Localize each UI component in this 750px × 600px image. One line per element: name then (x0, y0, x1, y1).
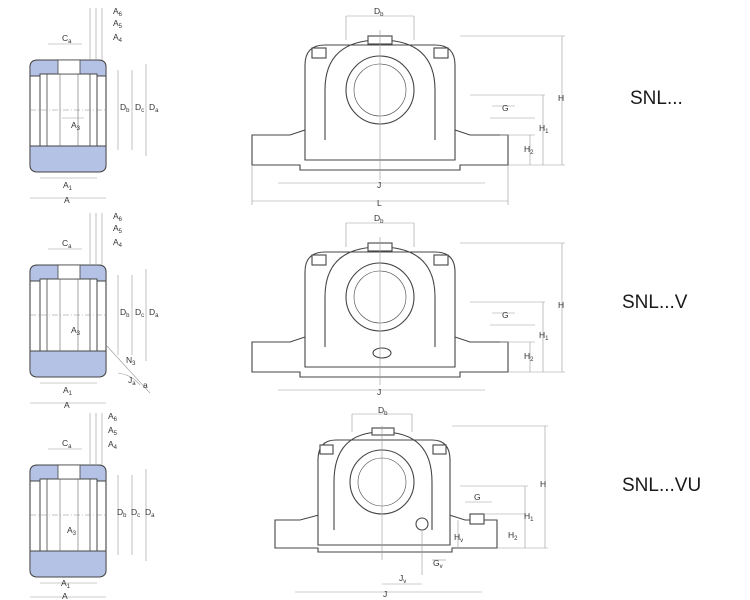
housing-view-snl-vu: Db G H H1 H2 Hv Gv Jv J (274, 405, 548, 599)
label-h1: H1 (539, 123, 549, 135)
section-body (29, 264, 107, 378)
label-a1: A1 (63, 180, 73, 192)
label-j: J (377, 387, 381, 397)
label-a1: A1 (63, 385, 73, 397)
label-dc: Dc (135, 307, 144, 319)
variant-label-snl-v: SNL...V (622, 292, 688, 313)
variant-label-snl-vu: SNL...VU (622, 475, 702, 496)
housing-labels: Db G H H1 H2 J L (374, 6, 564, 208)
label-a6: A6 (113, 6, 123, 18)
section-labels: Ca A6 A5 A4 Db Dc Da A3 A1 A (61, 411, 155, 600)
label-dc: Dc (135, 102, 144, 114)
section-body (29, 464, 107, 578)
label-h: H (558, 300, 564, 310)
label-h1: H1 (539, 330, 549, 342)
housing-dimension-lines (251, 15, 565, 205)
label-j: J (377, 180, 381, 190)
variant-label-snl: SNL... (630, 88, 683, 109)
label-housing-db: Db (374, 213, 384, 225)
label-h2: H2 (524, 351, 534, 363)
label-a: A (64, 195, 70, 205)
label-a5: A5 (113, 223, 123, 235)
label-a3: A3 (71, 325, 81, 337)
label-h: H (540, 479, 546, 489)
section-dimension-lines (30, 413, 147, 598)
label-g: G (502, 103, 509, 113)
label-a: A (62, 591, 68, 600)
section-view-snl: Ca A6 A5 A4 Db Dc Da A3 A1 A (29, 6, 159, 205)
label-ca: Ca (62, 33, 72, 45)
section-dimension-lines (30, 8, 147, 199)
label-h2: H2 (524, 144, 534, 156)
label-a6: A6 (108, 411, 118, 423)
label-a6: A6 (113, 211, 123, 223)
label-dc: Dc (131, 507, 140, 519)
label-a3: A3 (71, 120, 81, 132)
label-ca: Ca (62, 438, 72, 450)
section-body (29, 59, 107, 173)
label-da: Da (149, 307, 159, 319)
label-gv: Gv (433, 558, 443, 570)
label-housing-db: Db (374, 6, 384, 18)
label-j: J (383, 589, 387, 599)
label-a5: A5 (113, 18, 123, 30)
label-l: L (377, 198, 382, 208)
section-labels: Ca A6 A5 A4 Db Dc Da A3 A1 A (62, 6, 159, 205)
section-view-snl-vu: Ca A6 A5 A4 Db Dc Da A3 A1 A (29, 411, 155, 600)
housing-view-snl-v: Db G H H1 H2 J (251, 213, 565, 397)
housing-dimension-lines (295, 413, 548, 593)
label-da: Da (149, 102, 159, 114)
label-a3: A3 (67, 525, 77, 537)
label-ca: Ca (62, 238, 72, 250)
label-angle-a: a (143, 380, 148, 390)
section-labels: Ca A6 A5 A4 Db Dc Da A3 N3 Ja a A1 A (62, 211, 159, 410)
housing-view-snl: Db G H H1 H2 J L (251, 6, 565, 208)
label-a5: A5 (108, 425, 118, 437)
label-g: G (474, 492, 481, 502)
label-housing-db: Db (378, 405, 388, 417)
label-hv: Hv (454, 532, 463, 544)
label-h: H (558, 93, 564, 103)
label-da: Da (145, 507, 155, 519)
label-g: G (502, 310, 509, 320)
label-a4: A4 (108, 439, 118, 451)
label-a4: A4 (113, 32, 123, 44)
label-n3: N3 (126, 355, 136, 367)
label-jv: Jv (399, 573, 406, 585)
housing-labels: Db G H H1 H2 J (374, 213, 564, 397)
housing-body (274, 427, 498, 553)
label-a4: A4 (113, 237, 123, 249)
label-ja: Ja (128, 375, 136, 387)
housing-dimension-lines (278, 222, 565, 391)
label-h1: H1 (524, 511, 534, 523)
label-db: Db (120, 102, 130, 114)
label-db: Db (120, 307, 130, 319)
housing-labels: Db G H H1 H2 Hv Gv Jv J (378, 405, 546, 599)
section-dimension-lines (30, 213, 151, 404)
label-h2: H2 (508, 530, 518, 542)
label-db: Db (117, 507, 127, 519)
label-a: A (64, 400, 70, 410)
section-view-snl-v: Ca A6 A5 A4 Db Dc Da A3 N3 Ja a A1 A (29, 211, 159, 410)
label-a1: A1 (61, 578, 71, 590)
